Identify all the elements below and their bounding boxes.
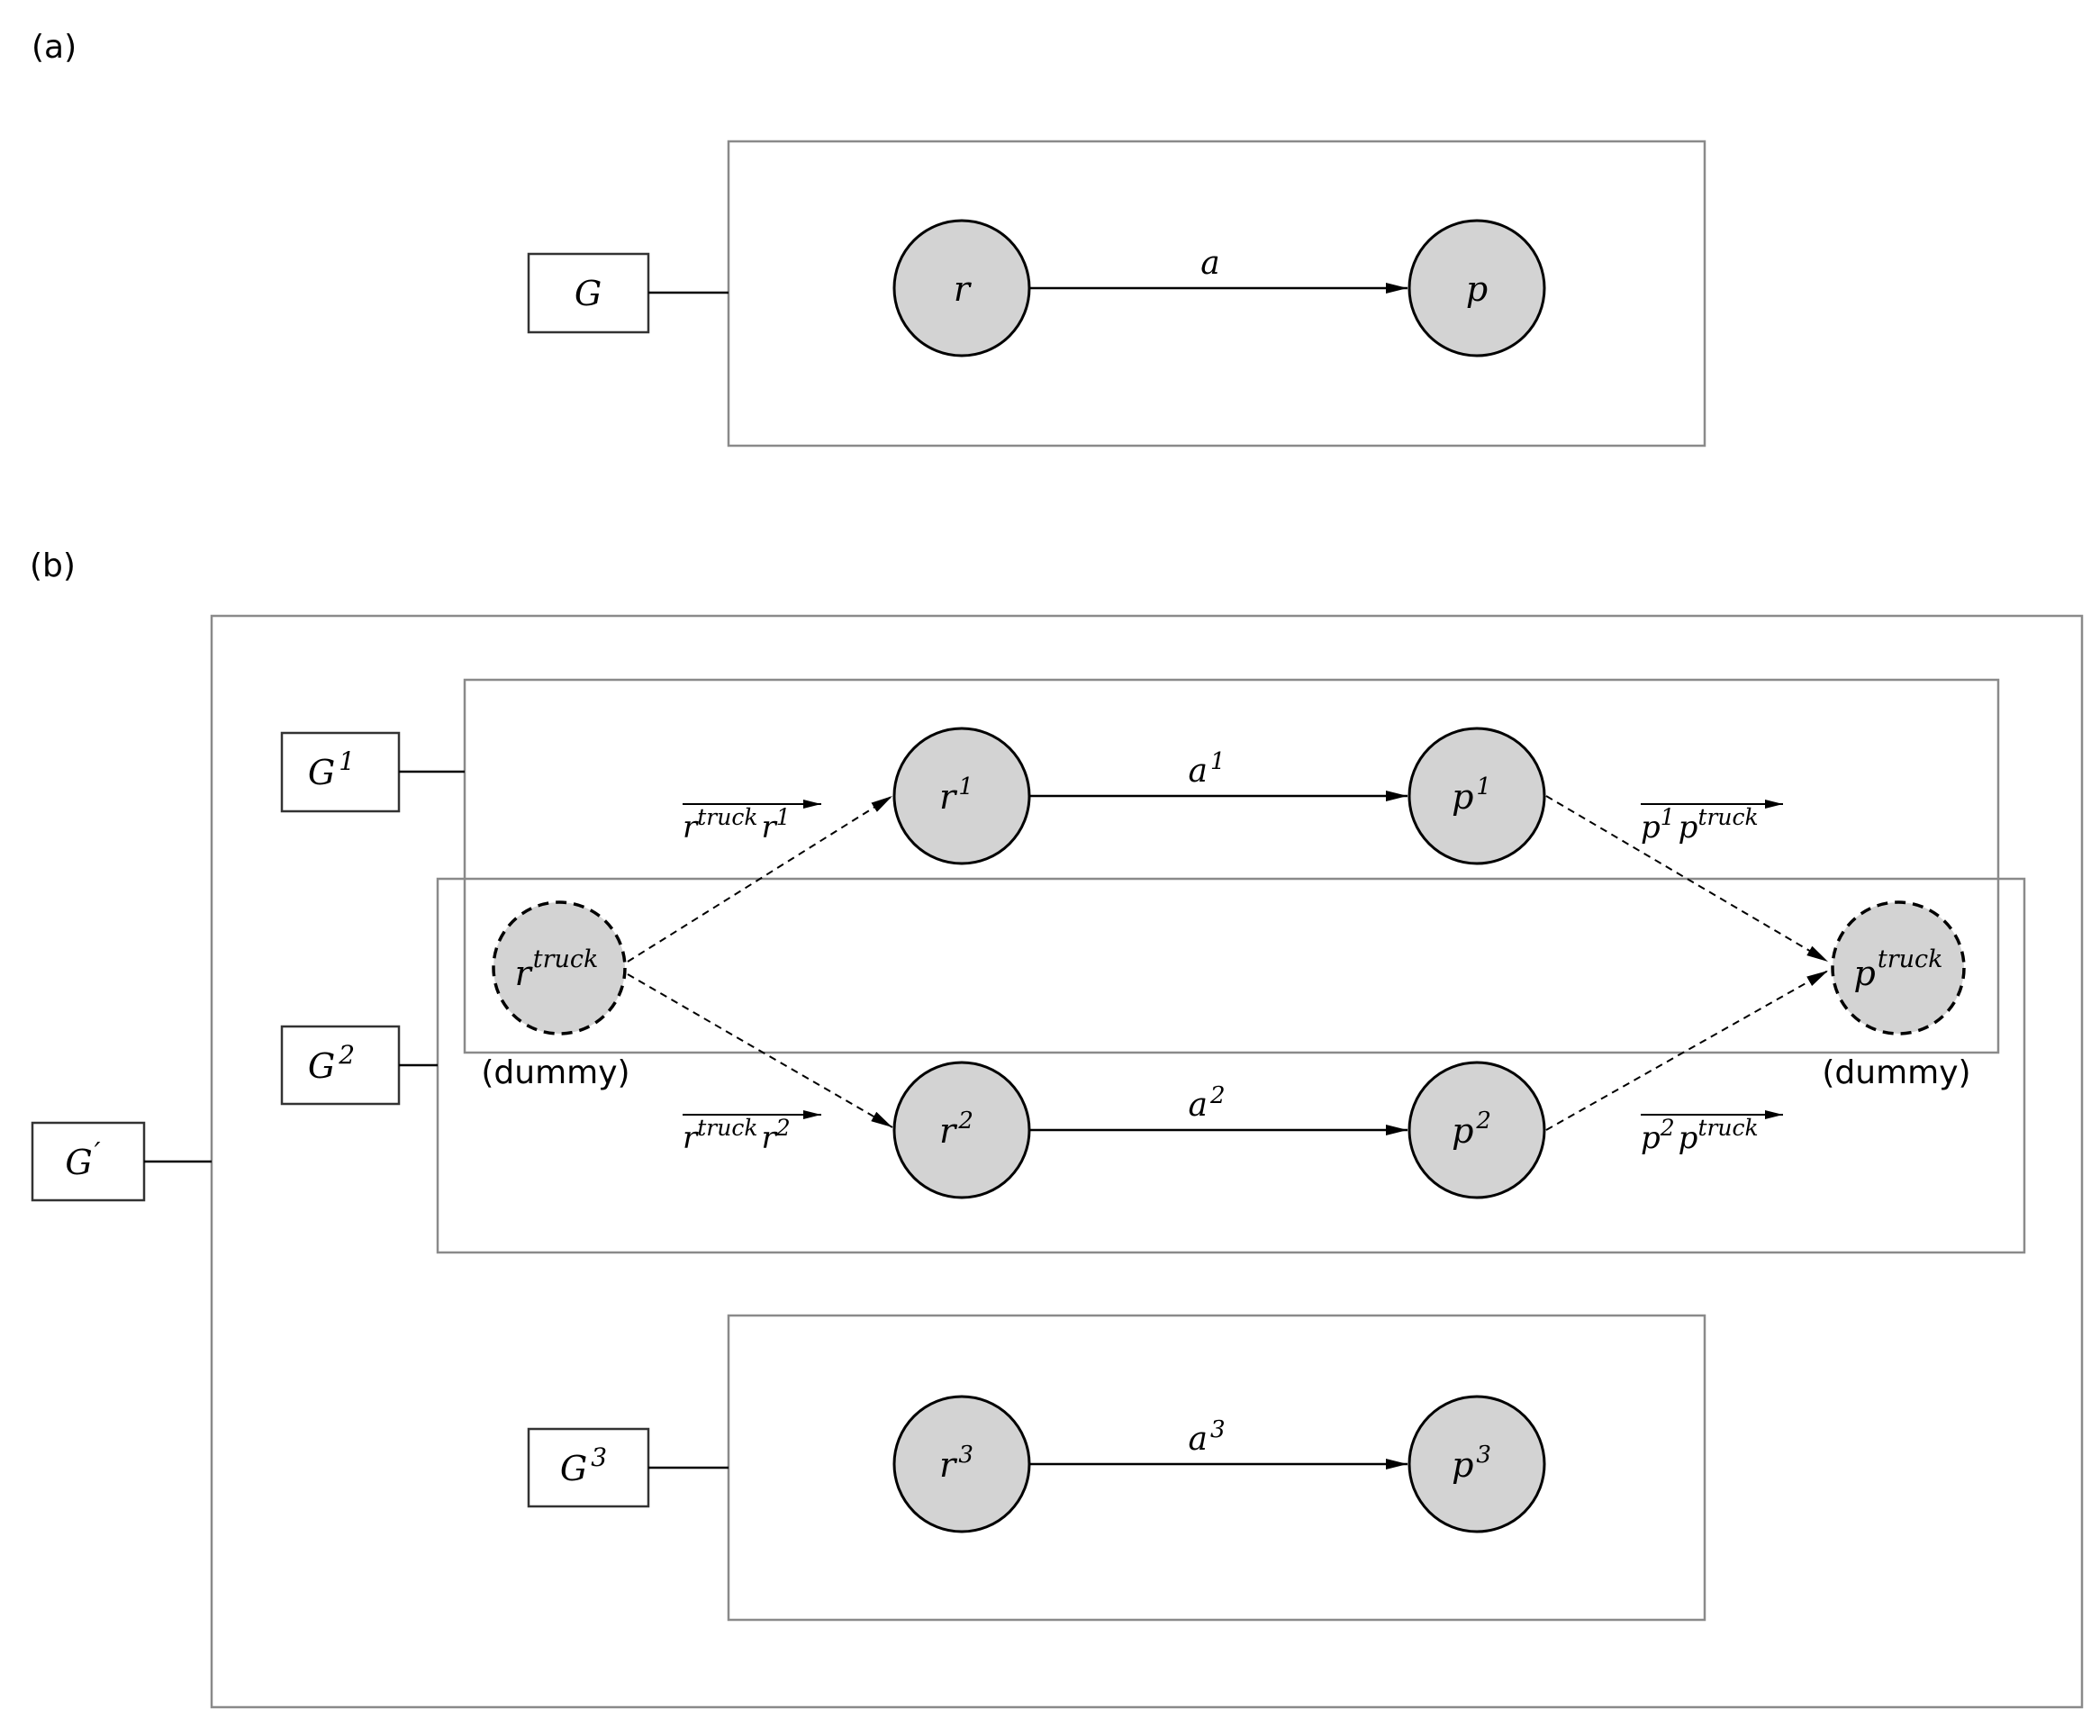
graph-g1-box bbox=[463, 678, 2000, 1054]
panel-label-a: (a) bbox=[32, 29, 77, 66]
dummy-label-left: (dummy) bbox=[481, 1054, 629, 1091]
node-r2 bbox=[892, 1061, 1031, 1199]
graph-g-box bbox=[727, 140, 1706, 448]
node-r1 bbox=[892, 727, 1031, 865]
node-ptruck-label: ptruck bbox=[1854, 945, 1943, 993]
edge-p1-ptruck bbox=[1545, 795, 1829, 963]
graph-g-label: G bbox=[575, 274, 602, 313]
node-rtruck-label: rtruck bbox=[515, 945, 599, 993]
panel-label-b: (b) bbox=[30, 547, 76, 584]
edge-p2-ptruck bbox=[1545, 970, 1829, 1131]
node-p2 bbox=[1408, 1061, 1546, 1199]
node-r bbox=[892, 219, 1031, 357]
graph-g3-label-box bbox=[527, 1427, 650, 1508]
edge-rtruck-r1 bbox=[627, 795, 893, 963]
node-p3 bbox=[1408, 1395, 1546, 1533]
graph-gprime-label-box bbox=[31, 1121, 146, 1202]
edge-a-label: a bbox=[1200, 245, 1219, 282]
graph-g3-box bbox=[727, 1314, 1706, 1622]
node-r-label: r bbox=[954, 269, 973, 309]
edge-rtruck-r2 bbox=[627, 973, 893, 1128]
node-p-label: p bbox=[1466, 269, 1488, 309]
node-ptruck bbox=[1831, 900, 1966, 1035]
graph-gprime-box bbox=[210, 614, 2084, 1709]
node-r3 bbox=[892, 1395, 1031, 1533]
graph-g2-box bbox=[436, 877, 2026, 1254]
graph-g-label-box bbox=[527, 252, 650, 334]
graph-g2-label-box bbox=[280, 1025, 401, 1106]
graph-gprime-label: G′ bbox=[65, 1137, 100, 1182]
node-p bbox=[1408, 219, 1546, 357]
node-rtruck bbox=[492, 900, 627, 1035]
dummy-label-right: (dummy) bbox=[1822, 1054, 1970, 1091]
node-p1 bbox=[1408, 727, 1546, 865]
